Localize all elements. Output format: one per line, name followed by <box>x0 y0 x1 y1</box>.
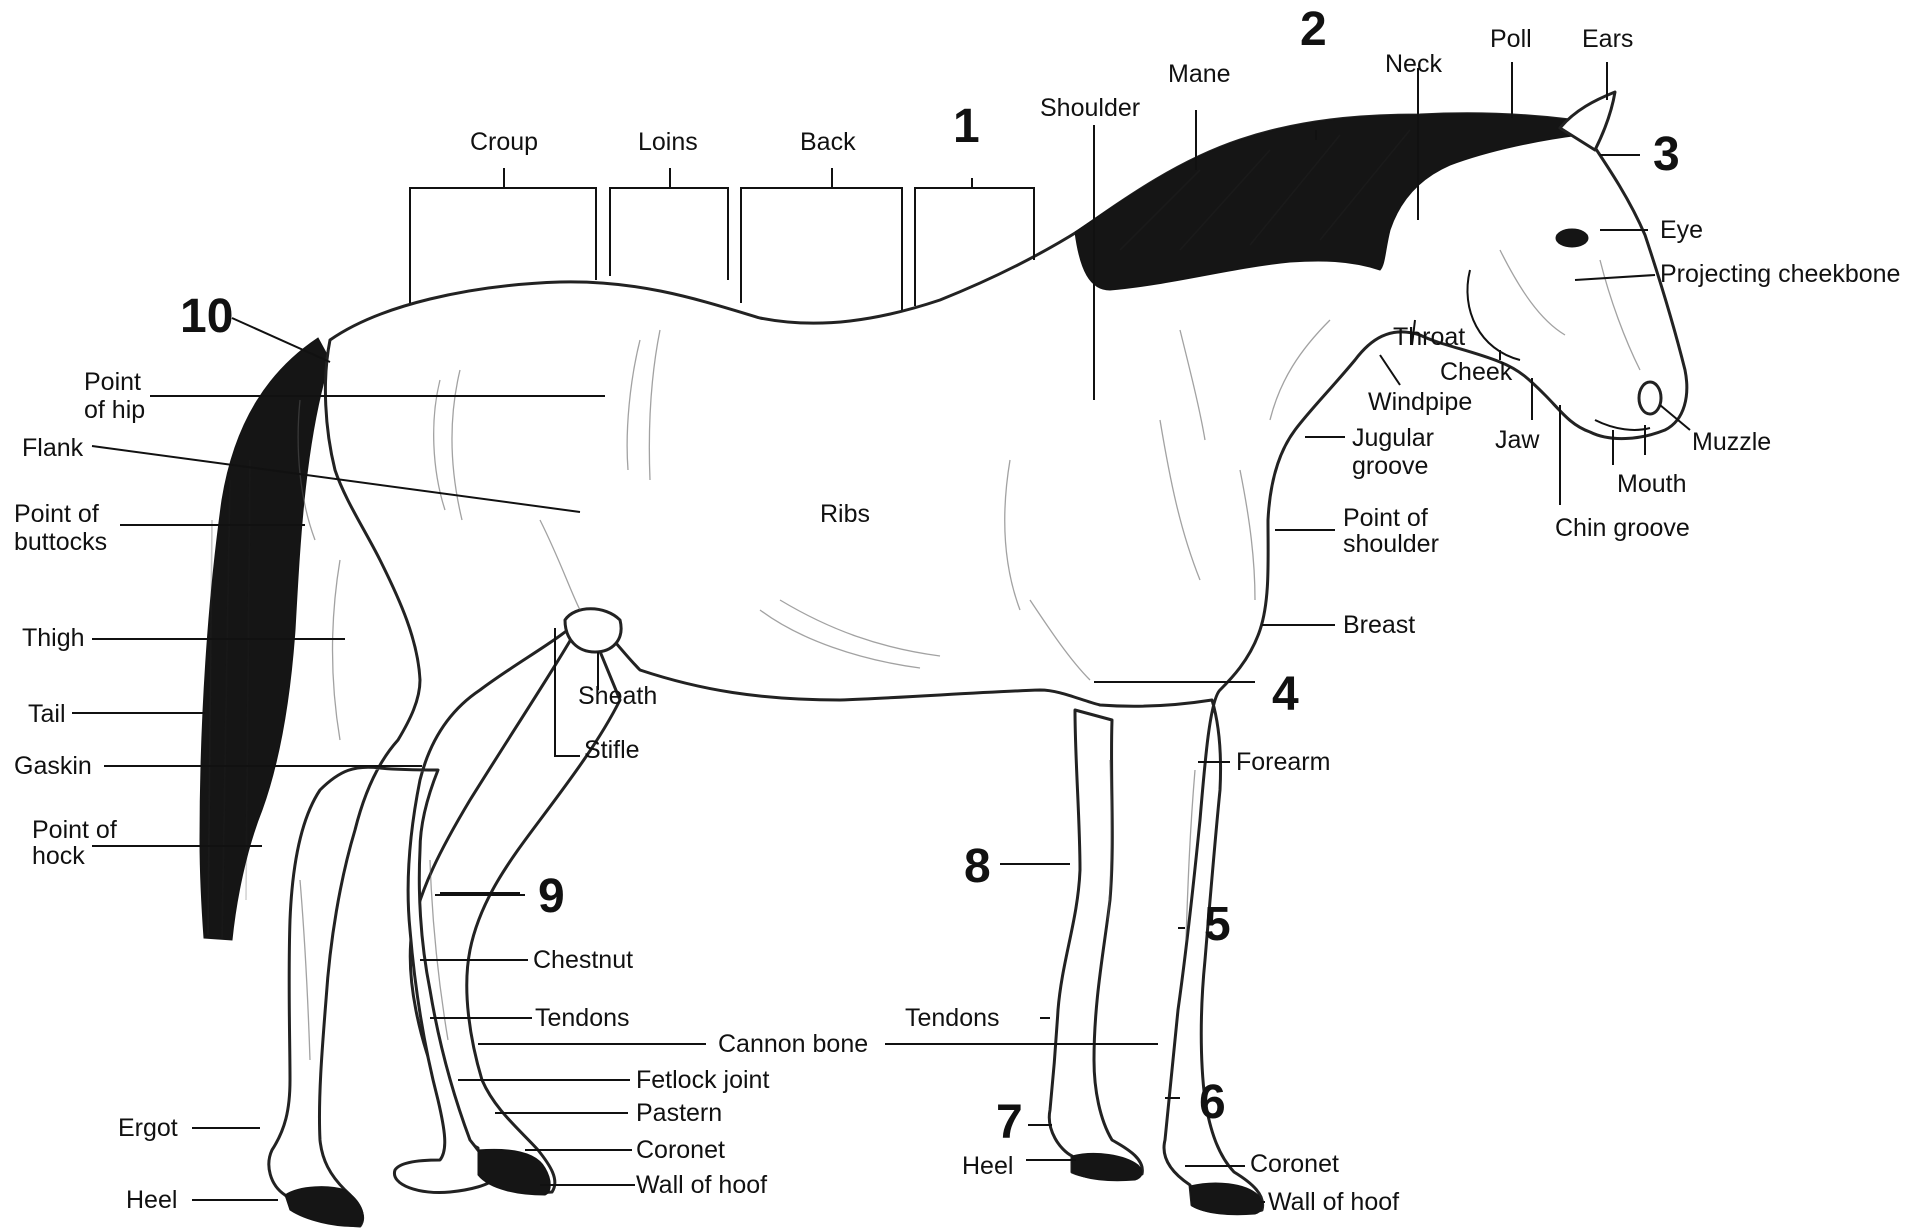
label-forearm: Forearm <box>1236 748 1330 776</box>
marker-3: 3 <box>1653 128 1680 181</box>
label-poll: Poll <box>1490 25 1532 53</box>
label-projecting-cheekbone: Projecting cheekbone <box>1660 260 1900 288</box>
label-point-of-buttocks-2: buttocks <box>14 528 107 556</box>
label-breast: Breast <box>1343 611 1415 639</box>
label-point-of-hock-1: Point of <box>32 816 117 844</box>
label-point-of-buttocks-1: Point of <box>14 500 99 528</box>
body-neck-head-drawing <box>269 105 1687 1226</box>
label-chestnut: Chestnut <box>533 946 633 974</box>
label-tendons-fore: Tendons <box>905 1004 1000 1032</box>
label-heel-fore: Heel <box>962 1152 1013 1180</box>
label-ribs: Ribs <box>820 500 870 528</box>
label-fetlock-joint: Fetlock joint <box>636 1066 769 1094</box>
label-gaskin: Gaskin <box>14 752 92 780</box>
label-eye: Eye <box>1660 216 1703 244</box>
label-cannon-bone: Cannon bone <box>718 1030 868 1058</box>
label-back: Back <box>800 128 856 156</box>
label-wall-of-hoof-fore: Wall of hoof <box>1268 1188 1399 1216</box>
label-muzzle: Muzzle <box>1692 428 1771 456</box>
label-heel-hind: Heel <box>126 1186 177 1214</box>
marker-9: 9 <box>538 870 565 923</box>
label-point-of-shoulder-1: Point of <box>1343 504 1428 532</box>
label-tendons-hind: Tendons <box>535 1004 630 1032</box>
label-point-of-shoulder-2: shoulder <box>1343 530 1439 558</box>
label-chin-groove: Chin groove <box>1555 514 1690 542</box>
label-jaw: Jaw <box>1495 426 1540 454</box>
label-coronet-fore: Coronet <box>1250 1150 1339 1178</box>
label-windpipe: Windpipe <box>1368 388 1472 416</box>
eye-drawing <box>1556 229 1588 247</box>
marker-4: 4 <box>1272 668 1299 721</box>
hind-hoof-near-drawing <box>285 1187 363 1227</box>
label-ergot: Ergot <box>118 1114 178 1142</box>
marker-8: 8 <box>964 840 991 893</box>
label-croup: Croup <box>470 128 538 156</box>
nostril-drawing <box>1639 382 1661 414</box>
label-loins: Loins <box>638 128 698 156</box>
label-shoulder: Shoulder <box>1040 94 1140 122</box>
marker-2: 2 <box>1300 3 1327 56</box>
marker-1: 1 <box>953 100 980 153</box>
label-neck: Neck <box>1385 50 1442 78</box>
label-coronet-hind: Coronet <box>636 1136 725 1164</box>
marker-7: 7 <box>996 1096 1023 1149</box>
label-ears: Ears <box>1582 25 1633 53</box>
label-pastern: Pastern <box>636 1099 722 1127</box>
label-mane: Mane <box>1168 60 1231 88</box>
label-jugular-groove-2: groove <box>1352 452 1428 480</box>
label-point-of-hip-2: of hip <box>84 396 145 424</box>
marker-6: 6 <box>1199 1076 1226 1129</box>
label-flank: Flank <box>22 434 84 462</box>
label-sheath: Sheath <box>578 682 657 710</box>
label-mouth: Mouth <box>1617 470 1686 498</box>
label-cheek: Cheek <box>1440 358 1513 386</box>
label-throat: Throat <box>1393 323 1465 351</box>
label-point-of-hock-2: hock <box>32 842 85 870</box>
label-point-of-hip-1: Point <box>84 368 141 396</box>
label-tail: Tail <box>28 700 66 728</box>
marker-10: 10 <box>180 290 233 343</box>
marker-5: 5 <box>1204 898 1231 951</box>
label-thigh: Thigh <box>22 624 85 652</box>
label-wall-of-hoof-hind: Wall of hoof <box>636 1171 767 1199</box>
label-stifle: Stifle <box>584 736 640 764</box>
far-foreleg-drawing <box>1049 710 1142 1178</box>
label-jugular-groove-1: Jugular <box>1352 424 1434 452</box>
horse-illustration <box>200 92 1687 1226</box>
